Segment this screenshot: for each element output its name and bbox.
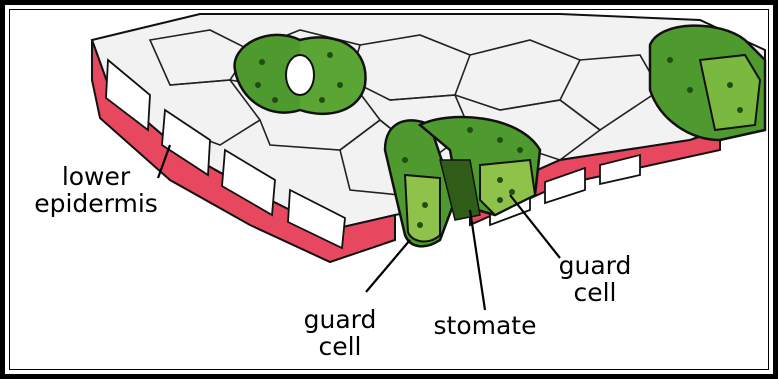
- surface-stomate-guard-cells: [235, 35, 366, 114]
- sectioned-stomate: [385, 117, 540, 246]
- label-stomate: stomate: [420, 312, 550, 339]
- label-lower-epidermis: lower epidermis: [16, 163, 176, 217]
- label-guard-cell-right: guard cell: [545, 252, 645, 306]
- label-guard-cell-left: guard cell: [290, 306, 390, 360]
